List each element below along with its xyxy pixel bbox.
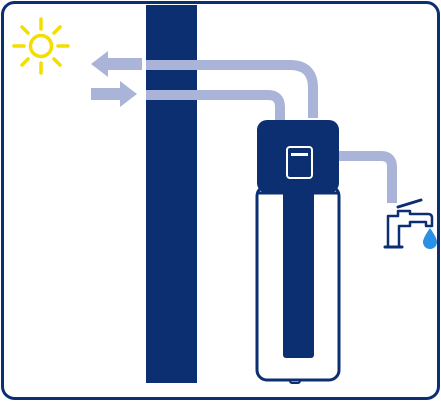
control-display bbox=[286, 146, 313, 179]
water-drop-icon bbox=[423, 228, 437, 249]
air-outlet-duct bbox=[146, 60, 318, 118]
water-heater-tank bbox=[255, 120, 341, 384]
arrow-right-icon bbox=[91, 81, 137, 107]
air-inlet-duct bbox=[146, 90, 285, 122]
sun-icon bbox=[12, 17, 70, 75]
faucet-icon bbox=[383, 198, 434, 249]
hot-water-pipe bbox=[337, 151, 397, 203]
arrow-left-icon bbox=[91, 51, 142, 77]
heat-pump-head bbox=[257, 120, 339, 193]
